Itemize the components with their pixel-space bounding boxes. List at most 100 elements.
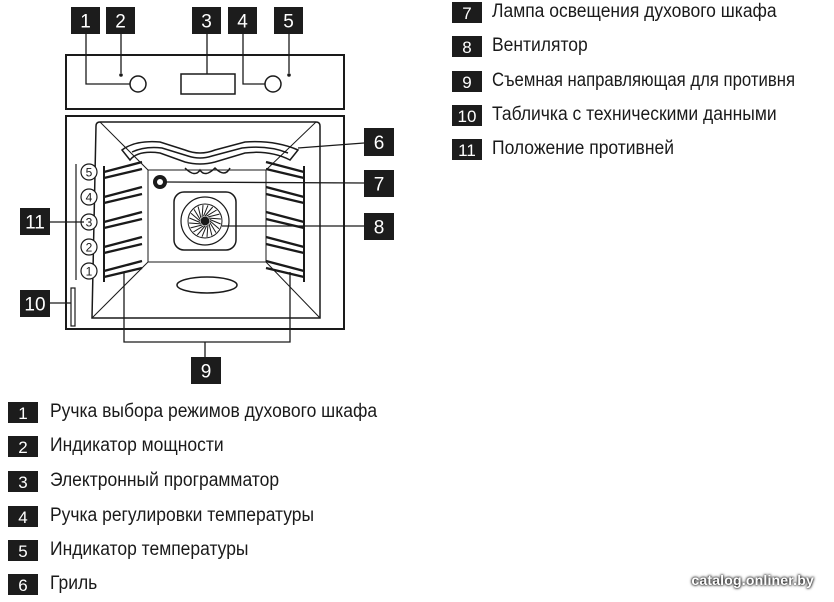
left-rack-rung: [103, 259, 143, 279]
legend-badge: 9: [452, 71, 482, 92]
fan-blade: [201, 205, 204, 218]
callout-11: 11: [20, 208, 50, 235]
fan-blade: [196, 225, 206, 236]
left-shelf-rack: [103, 160, 143, 282]
fan-blade: [197, 206, 202, 219]
right-rack-rung: [265, 185, 305, 205]
svg-text:2: 2: [115, 12, 126, 33]
fan-blade: [193, 209, 201, 220]
left-rack-rung: [103, 160, 143, 180]
fan-blade: [207, 213, 220, 218]
legend-badge: 11: [452, 139, 482, 160]
svg-text:6: 6: [374, 133, 385, 154]
legend-badge: 8: [452, 36, 482, 57]
legend-top-right: 7 Лампа освещения духового шкафа 8 Вентиля…: [452, 0, 834, 170]
temperature-knob: [264, 75, 282, 93]
left-rack-rung: [103, 185, 143, 205]
right-rack-rung: [265, 160, 305, 180]
legend-badge: 6: [8, 574, 38, 595]
power-indicator: [119, 73, 123, 77]
legend-badge: 10: [452, 105, 482, 126]
legend-badge: 7: [452, 2, 482, 23]
legend-badge: 1: [8, 402, 38, 423]
fan-blade: [208, 217, 221, 220]
fan-blade: [208, 223, 213, 236]
svg-text:8: 8: [374, 218, 385, 239]
callout-4: 4: [228, 7, 257, 34]
fan-blade: [209, 220, 220, 230]
fan-blade: [206, 209, 217, 217]
legend-label: Гриль: [50, 573, 98, 594]
svg-text:7: 7: [374, 175, 385, 196]
legend-label: Съемная направляющая для противня: [492, 70, 796, 91]
svg-text:10: 10: [24, 295, 45, 316]
right-rack-rung: [265, 259, 305, 279]
grill-element: [120, 140, 300, 175]
function-knob: [129, 75, 147, 93]
callout-9: 9: [191, 357, 221, 384]
legend-label: Положение противней: [492, 138, 674, 159]
fan-blade: [189, 222, 202, 225]
legend-label: Электронный программатор: [50, 470, 280, 491]
callout-7: 7: [364, 170, 394, 197]
right-shelf-rack: [265, 160, 305, 282]
legend-label: Индикатор температуры: [50, 539, 249, 560]
callout-3: 3: [192, 7, 221, 34]
legend-badge: 5: [8, 540, 38, 561]
callout-10: 10: [20, 290, 50, 317]
shelf-level-4: 4: [80, 188, 98, 206]
fan-blade: [190, 212, 201, 222]
callout-5: 5: [274, 7, 303, 34]
legend-badge: 2: [8, 436, 38, 457]
left-rack-rung: [103, 210, 143, 230]
temperature-indicator: [287, 73, 291, 77]
watermark: catalog.onliner.by: [691, 572, 814, 588]
fan: [173, 191, 237, 251]
fan-blade: [209, 222, 217, 233]
shelf-level-1: 1: [80, 262, 98, 280]
top-leaders: [85, 33, 290, 85]
legend-label: Ручка регулировки температуры: [50, 505, 315, 526]
svg-text:9: 9: [201, 362, 212, 383]
legend-label: Лампа освещения духового шкафа: [492, 1, 777, 22]
shelf-level-markers: 5 4 3 2 1: [75, 163, 98, 280]
shelf-level-2: 2: [80, 238, 98, 256]
right-rack-rung: [265, 235, 305, 255]
fan-blade: [206, 224, 209, 237]
control-panel: [65, 54, 345, 110]
legend-label: Индикатор мощности: [50, 435, 224, 456]
svg-text:11: 11: [25, 213, 45, 234]
bottom-heater-cover: [176, 276, 238, 294]
fan-blade: [190, 224, 203, 229]
fan-blade: [203, 205, 209, 217]
legend-label: Табличка с техническими данными: [492, 104, 777, 125]
svg-text:1: 1: [80, 12, 91, 33]
svg-text:3: 3: [86, 216, 93, 230]
svg-text:5: 5: [283, 12, 294, 33]
left-rack-rung: [103, 235, 143, 255]
callout-1: 1: [71, 7, 100, 34]
oven-lamp: [153, 175, 167, 189]
svg-text:1: 1: [86, 265, 93, 279]
callout-2: 2: [106, 7, 135, 34]
svg-text:3: 3: [201, 12, 212, 33]
fan-blade: [201, 225, 207, 237]
fan-blade: [193, 225, 204, 233]
programmer-display: [180, 73, 236, 95]
side-leaders: [50, 142, 365, 357]
svg-text:5: 5: [86, 166, 93, 180]
callout-8: 8: [364, 213, 394, 240]
legend-label: Ручка выбора режимов духового шкафа: [50, 401, 378, 422]
fan-blade: [189, 217, 201, 223]
legend-badge: 4: [8, 506, 38, 527]
shelf-level-5: 5: [80, 163, 98, 181]
legend-label: Вентилятор: [492, 35, 588, 56]
legend-badge: 3: [8, 471, 38, 492]
svg-text:2: 2: [86, 241, 93, 255]
svg-text:4: 4: [86, 191, 93, 205]
fan-blade: [204, 206, 214, 217]
rating-plate: [70, 287, 76, 327]
callout-badges: 1 2 3 4 5 6 7 8 9 10 11: [20, 7, 394, 384]
